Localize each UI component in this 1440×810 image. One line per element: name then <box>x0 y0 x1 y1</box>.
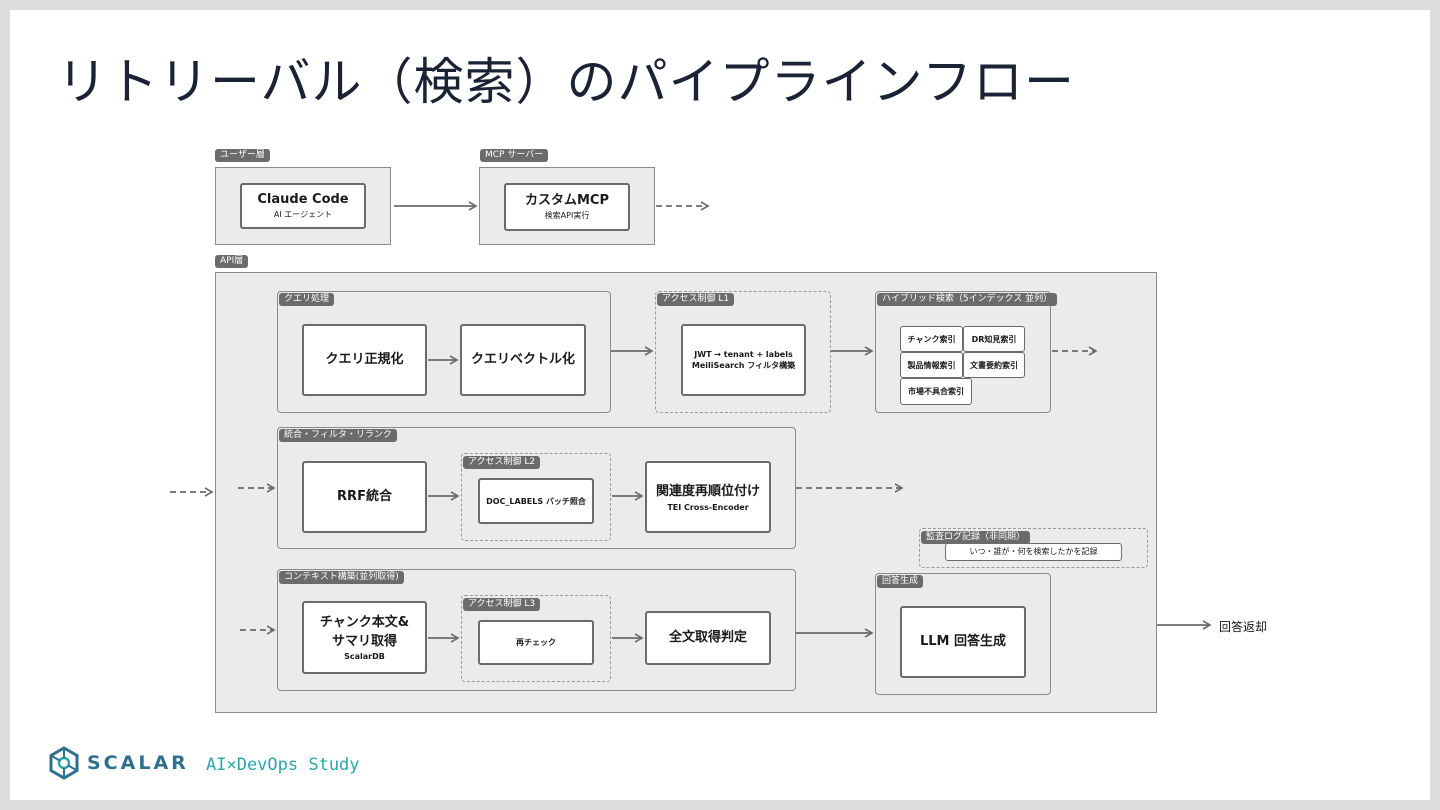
access-l2-label: DOC_LABELS バッチ照合 <box>486 496 586 506</box>
access-l1-line2: MeiliSearch フィルタ構築 <box>691 361 796 370</box>
scalar-logo: SCALAR <box>47 746 189 780</box>
fulltext-node: 全文取得判定 <box>645 611 771 665</box>
user-layer-tag: ユーザー層 <box>215 149 270 162</box>
custom-mcp-sub: 検索API実行 <box>544 211 590 220</box>
merge-group-tag: 統合・フィルタ・リランク <box>279 429 397 442</box>
query-group-tag: クエリ処理 <box>279 293 335 306</box>
chunk-fetch-line1: チャンク本文& <box>319 615 410 630</box>
index-node: 製品情報索引 <box>900 352 963 378</box>
access-l2-tag: アクセス制御 L2 <box>463 456 541 469</box>
answer-group-tag: 回答生成 <box>877 575 924 588</box>
rrf-label: RRF統合 <box>337 489 392 504</box>
access-l1-node: JWT → tenant + labels MeiliSearch フィルタ構築 <box>681 324 806 396</box>
access-l1-group <box>655 291 831 413</box>
index-node: 文書要約索引 <box>963 352 1025 378</box>
access-l2-node: DOC_LABELS バッチ照合 <box>478 478 594 524</box>
access-l2-group <box>461 453 611 541</box>
llm-label: LLM 回答生成 <box>919 634 1007 649</box>
claude-code-title: Claude Code <box>257 192 349 207</box>
chunk-fetch-sub: ScalarDB <box>344 652 385 661</box>
index-node: 市場不具合索引 <box>900 378 972 405</box>
access-l3-tag: アクセス制御 L3 <box>463 598 541 611</box>
audit-tag: 監査ログ記録（非同期） <box>921 531 1031 544</box>
page-title: リトリーバル（検索）のパイプラインフロー <box>57 53 1075 111</box>
index-label: 製品情報索引 <box>907 360 956 370</box>
index-label: DR知見索引 <box>971 334 1017 344</box>
access-l1-tag: アクセス制御 L1 <box>657 293 735 306</box>
access-l3-node: 再チェック <box>478 620 594 665</box>
rerank-node: 関連度再順位付け TEI Cross-Encoder <box>645 461 771 533</box>
claude-code-node: Claude Code AI エージェント <box>240 183 366 229</box>
index-label: 文書要約索引 <box>970 360 1018 370</box>
brand-name: SCALAR <box>87 752 189 774</box>
index-label: チャンク索引 <box>907 334 956 344</box>
index-label: 市場不具合索引 <box>908 387 964 396</box>
context-group-tag: コンテキスト構築(並列取得) <box>279 571 404 584</box>
access-l3-group <box>461 595 611 682</box>
rerank-sub: TEI Cross-Encoder <box>667 502 749 512</box>
custom-mcp-node: カスタムMCP 検索API実行 <box>504 183 630 231</box>
chunk-fetch-node: チャンク本文& サマリ取得 ScalarDB <box>302 601 427 674</box>
chunk-fetch-line2: サマリ取得 <box>331 634 397 649</box>
hybrid-search-tag: ハイブリッド検索（5インデックス 並列） <box>877 293 1058 306</box>
index-node: DR知見索引 <box>963 326 1025 352</box>
rerank-title: 関連度再順位付け <box>655 483 760 499</box>
query-vectorize-node: クエリベクトル化 <box>460 324 586 396</box>
study-label: AI×DevOps Study <box>206 755 360 775</box>
audit-label: いつ・誰が・何を検索したかを記録 <box>969 547 1098 556</box>
query-normalize-label: クエリ正規化 <box>325 352 404 367</box>
index-node: チャンク索引 <box>900 326 963 352</box>
rrf-node: RRF統合 <box>302 461 427 533</box>
fulltext-label: 全文取得判定 <box>668 630 747 645</box>
claude-code-sub: AI エージェント <box>273 210 333 219</box>
audit-node: いつ・誰が・何を検索したかを記録 <box>945 543 1122 561</box>
api-layer-tag: API層 <box>215 255 249 268</box>
mcp-layer-tag: MCP サーバー <box>480 149 549 162</box>
scalar-logo-icon <box>49 746 79 780</box>
custom-mcp-title: カスタムMCP <box>524 193 609 208</box>
query-vectorize-label: クエリベクトル化 <box>470 352 575 367</box>
access-l1-line1: JWT → tenant + labels <box>694 350 793 359</box>
query-normalize-node: クエリ正規化 <box>302 324 427 396</box>
audit-group <box>919 528 1148 568</box>
access-l3-label: 再チェック <box>516 638 556 647</box>
llm-node: LLM 回答生成 <box>900 606 1026 678</box>
output-label: 回答返却 <box>1219 620 1268 634</box>
